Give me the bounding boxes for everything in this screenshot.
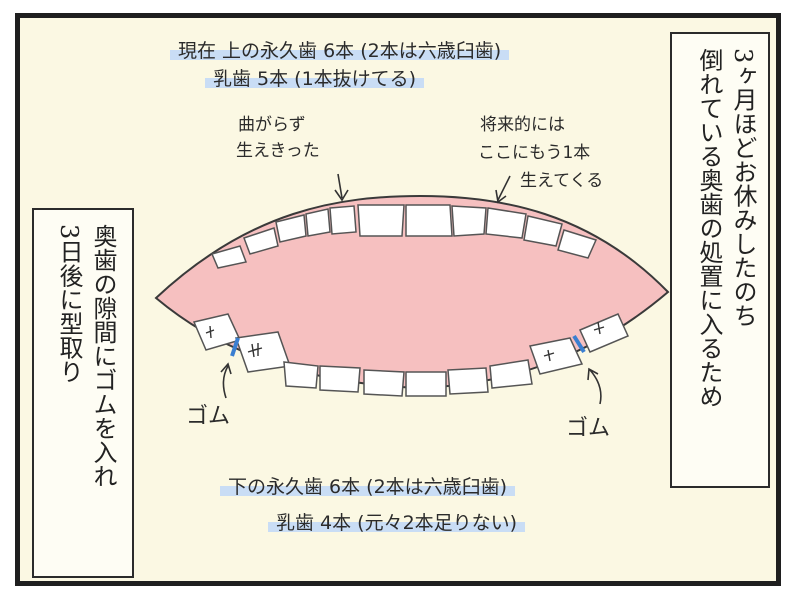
arrows: [220, 173, 602, 405]
arrow-future: [495, 175, 511, 204]
top-note-line2: 乳歯 5本 (1本抜けてる): [205, 68, 425, 90]
straight-annotation-line2: 生えきった: [236, 141, 320, 161]
rubber-label-right: ゴム: [566, 416, 611, 441]
arrow-rubber-left: [220, 362, 232, 399]
straight-annotation-line1: 曲がらず: [238, 115, 306, 135]
left-narration-box: 奥歯の隙間にゴムを入れ 3日後に型取り: [32, 208, 134, 578]
rubber-label-left: ゴム: [186, 404, 231, 429]
future-annotation-line3: 生えてくる: [520, 171, 604, 191]
left-narration-col1: 奥歯の隙間にゴムを入れ: [89, 224, 117, 488]
bottom-note-line1: 下の永久歯 6本 (2本は六歳臼歯): [220, 476, 516, 498]
left-narration-text: 奥歯の隙間にゴムを入れ 3日後に型取り: [52, 224, 120, 488]
bottom-note-line2: 乳歯 4本 (元々2本足りない): [268, 512, 526, 534]
rubber-band-left: [230, 337, 240, 357]
arrow-straight: [334, 173, 349, 202]
future-annotation-line1: 将来的には: [480, 115, 565, 135]
right-narration-col2: 倒れている奥歯の処置に入るため: [695, 48, 723, 408]
right-narration-text: 3ヶ月ほどお休みしたのち 倒れている奥歯の処置に入るため: [692, 48, 760, 408]
right-narration-col1: 3ヶ月ほどお休みしたのち: [729, 48, 757, 328]
rubber-band-right: [572, 334, 586, 354]
right-narration-box: 3ヶ月ほどお休みしたのち 倒れている奥歯の処置に入るため: [670, 32, 770, 488]
left-narration-col2: 3日後に型取り: [55, 224, 83, 384]
upper-teeth: [210, 204, 598, 269]
lower-right-molar-1: [578, 313, 630, 353]
future-annotation-line2: ここにもう1本: [478, 143, 591, 163]
lower-teeth: [192, 313, 630, 397]
lower-right-molar-2: [529, 337, 584, 375]
arrow-rubber-right: [587, 367, 602, 405]
top-note-line1: 現在 上の永久歯 6本 (2本は六歳臼歯): [170, 40, 510, 62]
